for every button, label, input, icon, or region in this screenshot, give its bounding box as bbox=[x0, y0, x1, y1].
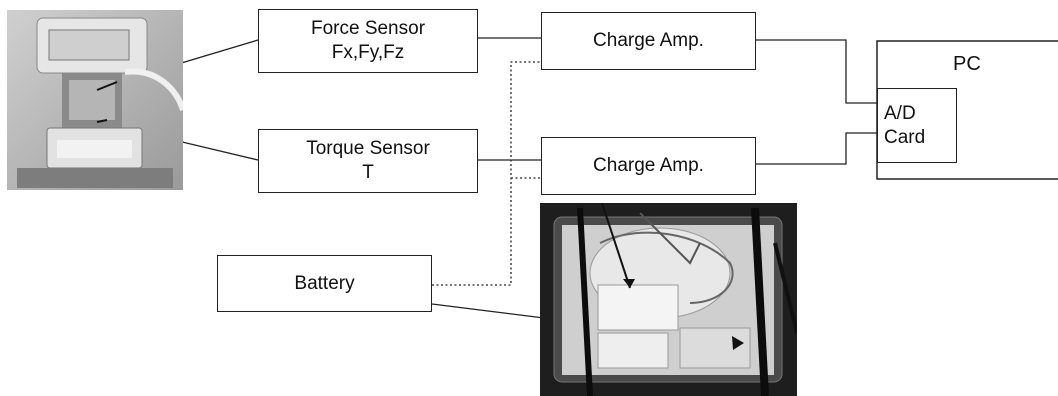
torque-sensor-box: Torque Sensor T bbox=[258, 129, 478, 193]
torque-sensor-symbol: T bbox=[362, 161, 374, 185]
charge-amp-top-box: Charge Amp. bbox=[541, 12, 756, 70]
ad-card-label-line2: Card bbox=[884, 126, 925, 150]
amp-bottom-to-card-line bbox=[756, 133, 877, 164]
ad-card-box: A/D Card bbox=[877, 88, 957, 163]
charge-amp-bottom-label: Charge Amp. bbox=[593, 154, 704, 178]
pc-label: PC bbox=[953, 53, 981, 76]
force-sensor-box: Force Sensor Fx,Fy,Fz bbox=[258, 9, 478, 73]
charge-amp-bottom-box: Charge Amp. bbox=[541, 137, 756, 195]
ad-card-label-line1: A/D bbox=[884, 102, 916, 126]
force-sensor-components: Fx,Fy,Fz bbox=[332, 41, 404, 65]
enclosure-photo bbox=[540, 203, 797, 396]
charge-amp-top-label: Charge Amp. bbox=[593, 29, 704, 53]
amp-top-to-card-line bbox=[756, 40, 877, 103]
battery-box: Battery bbox=[217, 255, 432, 312]
force-sensor-label: Force Sensor bbox=[311, 17, 425, 41]
battery-label: Battery bbox=[294, 272, 354, 296]
torque-sensor-label: Torque Sensor bbox=[306, 137, 430, 161]
sensor-photo bbox=[7, 10, 183, 190]
